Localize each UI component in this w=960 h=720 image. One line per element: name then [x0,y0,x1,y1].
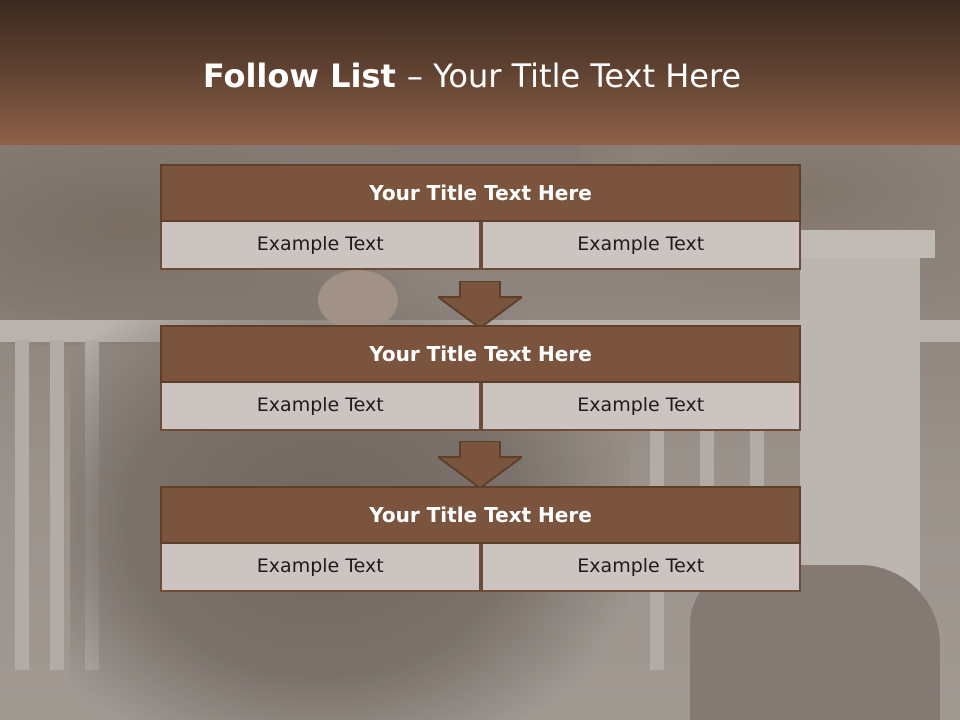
block-title[interactable]: Your Title Text Here [160,486,801,544]
slide-title-rest: – Your Title Text Here [406,57,742,95]
slide-title: Follow List – Your Title Text Here [0,52,944,100]
block-cell-right[interactable]: Example Text [480,544,801,592]
slide-title-bold: Follow List [202,57,407,95]
block-row: Example Text Example Text [160,383,801,431]
block-row: Example Text Example Text [160,544,801,592]
list-block: Your Title Text Here Example Text Exampl… [160,164,801,270]
block-cell-right[interactable]: Example Text [480,383,801,431]
block-cell-left[interactable]: Example Text [160,544,481,592]
block-cell-left[interactable]: Example Text [160,383,481,431]
down-arrow-icon [438,281,522,328]
block-title[interactable]: Your Title Text Here [160,325,801,383]
header-band [0,0,960,145]
photo-post-cap [785,230,935,258]
block-row: Example Text Example Text [160,222,801,270]
down-arrow-icon [438,441,522,488]
block-cell-right[interactable]: Example Text [480,222,801,270]
photo-baluster [15,340,29,670]
photo-baluster [50,340,64,670]
list-block: Your Title Text Here Example Text Exampl… [160,325,801,431]
list-block: Your Title Text Here Example Text Exampl… [160,486,801,592]
block-title[interactable]: Your Title Text Here [160,164,801,222]
photo-face [318,270,398,330]
block-cell-left[interactable]: Example Text [160,222,481,270]
